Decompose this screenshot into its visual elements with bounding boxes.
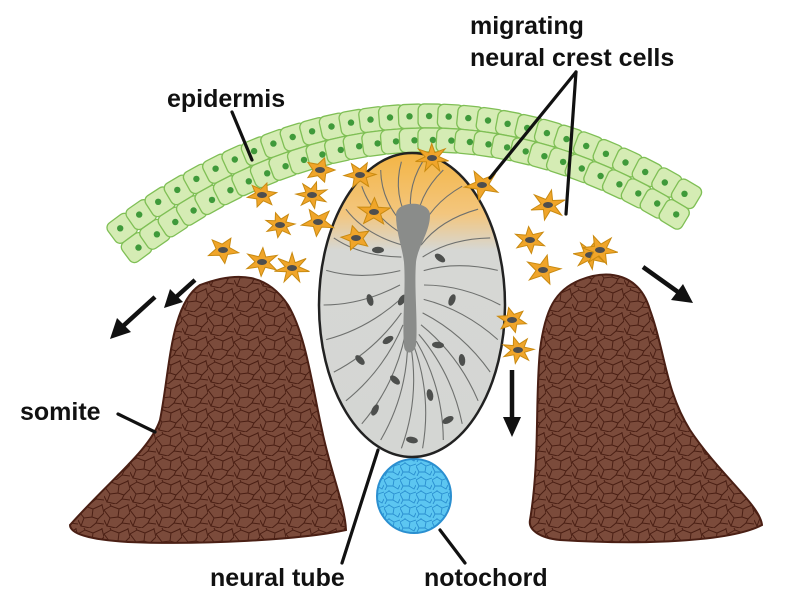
- epidermal-nucleus: [560, 159, 566, 165]
- crest-nucleus: [513, 347, 523, 353]
- crest-nucleus: [257, 259, 267, 265]
- epidermal-nucleus: [136, 211, 142, 217]
- epidermal-nucleus: [174, 187, 180, 193]
- epidermal-nucleus: [393, 138, 399, 144]
- epidermal-nucleus: [504, 121, 510, 127]
- epidermal-nucleus: [467, 139, 473, 145]
- epidermal-nucleus: [135, 244, 141, 250]
- epidermal-nucleus: [290, 134, 296, 140]
- epidermal-nucleus: [282, 163, 288, 169]
- label-migrating: migrating: [470, 12, 584, 40]
- crest-nucleus: [595, 247, 605, 253]
- epidermal-nucleus: [209, 197, 215, 203]
- crest-nucleus: [313, 219, 323, 225]
- crest-nucleus: [369, 209, 379, 215]
- tube-nucleus: [372, 247, 384, 253]
- epidermal-nucleus: [681, 191, 687, 197]
- epidermal-nucleus: [654, 200, 660, 206]
- left-somite: [70, 277, 346, 543]
- epidermal-nucleus: [309, 128, 315, 134]
- epidermal-nucleus: [328, 123, 334, 129]
- neural-tube: [319, 153, 505, 457]
- crest-nucleus: [315, 167, 325, 173]
- epidermal-nucleus: [117, 225, 123, 231]
- epidermal-nucleus: [374, 140, 380, 146]
- crest-nucleus: [525, 237, 535, 243]
- neural-tube-leader: [342, 450, 378, 563]
- crest-nucleus: [275, 222, 285, 228]
- epidermal-nucleus: [154, 231, 160, 237]
- epidermal-nucleus: [426, 113, 432, 119]
- arrow-lower-left-1: [110, 297, 155, 339]
- epidermal-nucleus: [603, 151, 609, 157]
- epidermal-nucleus: [264, 170, 270, 176]
- epidermal-nucleus: [367, 116, 373, 122]
- label-notochord: notochord: [424, 564, 548, 592]
- epidermal-nucleus: [193, 176, 199, 182]
- epidermal-nucleus: [673, 211, 679, 217]
- somite-leader: [118, 414, 155, 432]
- epidermal-nucleus: [411, 137, 417, 143]
- crest-nucleus: [477, 182, 487, 188]
- right-somite: [530, 275, 762, 543]
- epidermal-nucleus: [446, 113, 452, 119]
- epidermal-nucleus: [232, 156, 238, 162]
- epidermal-nucleus: [348, 119, 354, 125]
- epidermal-nucleus: [270, 140, 276, 146]
- epidermal-nucleus: [616, 181, 622, 187]
- epidermal-nucleus: [227, 187, 233, 193]
- crest-nucleus: [355, 172, 365, 178]
- epidermal-nucleus: [190, 207, 196, 213]
- epidermal-nucleus: [544, 130, 550, 136]
- epidermal-nucleus: [448, 137, 454, 143]
- epidermal-nucleus: [485, 117, 491, 123]
- epidermal-nucleus: [212, 166, 218, 172]
- epidermal-nucleus: [319, 151, 325, 157]
- epidermal-nucleus: [246, 178, 252, 184]
- crest-nucleus: [538, 267, 548, 273]
- epidermal-nucleus: [356, 143, 362, 149]
- epidermal-nucleus: [541, 153, 547, 159]
- notochord: [377, 459, 451, 533]
- epidermal-nucleus: [622, 159, 628, 165]
- epidermal-nucleus: [485, 141, 491, 147]
- crest-nucleus: [543, 202, 553, 208]
- epidermal-nucleus: [430, 137, 436, 143]
- crest-nucleus: [287, 265, 297, 271]
- label-neural-tube: neural tube: [210, 564, 345, 592]
- epidermal-nucleus: [662, 179, 668, 185]
- crest-nucleus: [307, 192, 317, 198]
- epidermal-nucleus: [642, 169, 648, 175]
- epidermal-nucleus: [406, 113, 412, 119]
- epidermal-nucleus: [338, 147, 344, 153]
- epidermal-nucleus: [172, 219, 178, 225]
- arrow-down: [503, 370, 521, 437]
- crest-nucleus: [427, 155, 437, 161]
- label-neural-crest-cells: neural crest cells: [470, 44, 674, 72]
- epidermal-nucleus: [465, 115, 471, 121]
- epidermal-nucleus: [387, 114, 393, 120]
- epidermal-nucleus: [583, 143, 589, 149]
- epidermal-nucleus: [635, 190, 641, 196]
- crest-nucleus: [507, 317, 517, 323]
- epidermal-nucleus: [523, 148, 529, 154]
- label-epidermis: epidermis: [167, 85, 285, 113]
- crest-nucleus: [351, 235, 361, 241]
- epidermal-nucleus: [563, 136, 569, 142]
- epidermal-nucleus: [579, 165, 585, 171]
- epidermal-nucleus: [597, 173, 603, 179]
- epidermal-nucleus: [251, 148, 257, 154]
- label-somite: somite: [20, 398, 101, 426]
- crest-nucleus: [257, 192, 267, 198]
- epidermal-nucleus: [504, 144, 510, 150]
- notochord-leader: [440, 530, 465, 563]
- arrow-lower-right: [643, 267, 693, 303]
- crest-nucleus: [218, 247, 228, 253]
- epidermal-nucleus: [155, 199, 161, 205]
- epidermal-nucleus: [301, 157, 307, 163]
